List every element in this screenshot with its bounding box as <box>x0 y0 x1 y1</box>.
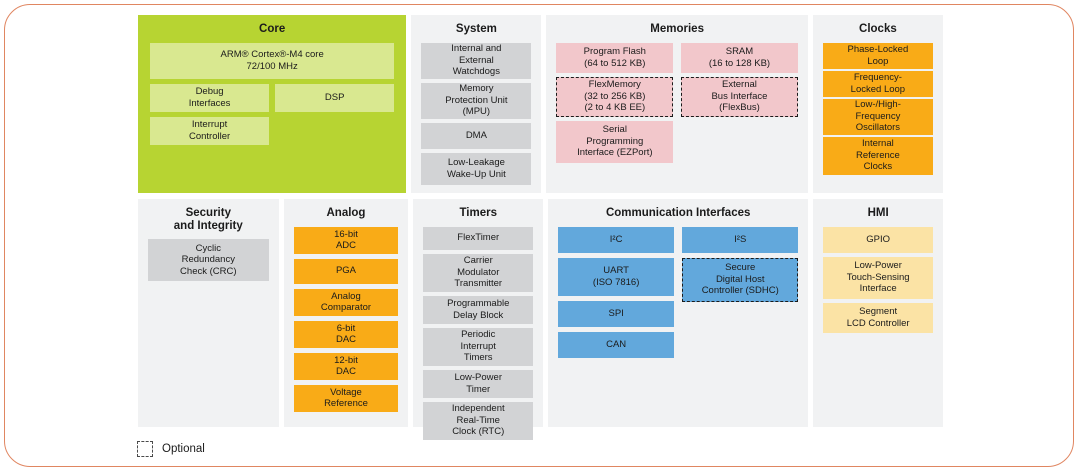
block-sram[interactable]: SRAM (16 to 128 KB) <box>681 42 798 73</box>
security-block-list: Cyclic Redundancy Check (CRC) <box>148 239 269 281</box>
hmi-block-list: GPIO Low-Power Touch-Sensing Interface S… <box>823 226 933 333</box>
block-uart[interactable]: UART (ISO 7816) <box>558 257 675 296</box>
block-frequency-locked-loop[interactable]: Frequency- Locked Loop <box>822 70 933 97</box>
memories-columns: Program Flash (64 to 512 KB) FlexMemory … <box>556 42 798 163</box>
legend: Optional <box>137 441 205 457</box>
clocks-block-list: Phase-Locked Loop Frequency- Locked Loop… <box>822 42 933 175</box>
panel-security-and-integrity[interactable]: Security and Integrity Cyclic Redundancy… <box>138 199 279 427</box>
block-16bit-adc[interactable]: 16-bit ADC <box>293 226 399 254</box>
block-i2s[interactable]: I²S <box>682 226 799 253</box>
block-internal-reference-clocks[interactable]: Internal Reference Clocks <box>822 136 933 175</box>
block-ezport[interactable]: Serial Programming Interface (EZPort) <box>556 120 674 163</box>
panel-title-security: Security and Integrity <box>173 207 243 232</box>
block-segment-lcd-controller[interactable]: Segment LCD Controller <box>823 302 933 333</box>
panel-title-communication: Communication Interfaces <box>605 207 751 219</box>
core-block-grid: ARM® Cortex®-M4 core 72/100 MHz Debug In… <box>150 42 395 145</box>
panel-timers[interactable]: Timers FlexTimer Carrier Modulator Trans… <box>413 199 544 440</box>
block-interrupt-controller[interactable]: Interrupt Controller <box>150 116 270 145</box>
block-rtc[interactable]: Independent Real-Time Clock (RTC) <box>423 401 534 440</box>
block-phase-locked-loop[interactable]: Phase-Locked Loop <box>822 42 933 69</box>
block-can[interactable]: CAN <box>558 331 675 358</box>
dashed-square-icon <box>137 441 153 457</box>
diagram-row-bottom: Security and Integrity Cyclic Redundancy… <box>138 199 943 440</box>
block-spi[interactable]: SPI <box>558 300 675 327</box>
block-low-leakage-wakeup-unit[interactable]: Low-Leakage Wake-Up Unit <box>421 152 532 185</box>
panel-title-system: System <box>455 23 497 35</box>
panel-title-timers: Timers <box>459 207 497 219</box>
block-pga[interactable]: PGA <box>293 258 399 284</box>
communication-right-column: I²S Secure Digital Host Controller (SDHC… <box>682 226 799 358</box>
block-diagram: Core ARM® Cortex®-M4 core 72/100 MHz Deb… <box>138 15 943 440</box>
panel-title-clocks: Clocks <box>859 23 897 35</box>
diagram-row-top: Core ARM® Cortex®-M4 core 72/100 MHz Deb… <box>138 15 943 193</box>
communication-left-column: I²C UART (ISO 7816) SPI CAN <box>558 226 675 358</box>
timers-block-list: FlexTimer Carrier Modulator Transmitter … <box>423 226 534 440</box>
block-flexbus[interactable]: External Bus Interface (FlexBus) <box>681 76 798 117</box>
panel-hmi[interactable]: HMI GPIO Low-Power Touch-Sensing Interfa… <box>813 199 943 427</box>
block-6bit-dac[interactable]: 6-bit DAC <box>293 320 399 348</box>
block-gpio[interactable]: GPIO <box>823 226 933 253</box>
block-program-flash[interactable]: Program Flash (64 to 512 KB) <box>556 42 674 73</box>
core-row-2: Debug Interfaces DSP <box>150 83 395 112</box>
block-arm-cortex-m4-core[interactable]: ARM® Cortex®-M4 core 72/100 MHz <box>150 42 395 79</box>
analog-block-list: 16-bit ADC PGA Analog Comparator 6-bit D… <box>293 226 399 412</box>
legend-label-optional: Optional <box>162 443 205 455</box>
block-flexmemory[interactable]: FlexMemory (32 to 256 KB) (2 to 4 KB EE) <box>556 76 674 117</box>
block-carrier-modulator-transmitter[interactable]: Carrier Modulator Transmitter <box>423 253 534 292</box>
system-block-list: Internal and External Watchdogs Memory P… <box>421 42 532 185</box>
panel-title-memories: Memories <box>650 23 704 35</box>
panel-communication-interfaces[interactable]: Communication Interfaces I²C UART (ISO 7… <box>548 199 809 427</box>
memories-right-column: SRAM (16 to 128 KB) External Bus Interfa… <box>681 42 798 163</box>
block-touch-sensing-interface[interactable]: Low-Power Touch-Sensing Interface <box>823 256 933 299</box>
block-programmable-delay-block[interactable]: Programmable Delay Block <box>423 295 534 324</box>
block-crc[interactable]: Cyclic Redundancy Check (CRC) <box>148 239 269 281</box>
diagram-frame: Core ARM® Cortex®-M4 core 72/100 MHz Deb… <box>4 4 1074 467</box>
panel-system[interactable]: System Internal and External Watchdogs M… <box>411 15 542 193</box>
block-sdhc[interactable]: Secure Digital Host Controller (SDHC) <box>682 257 799 302</box>
block-oscillators[interactable]: Low-/High- Frequency Oscillators <box>822 98 933 135</box>
core-row-3: Interrupt Controller <box>150 116 394 145</box>
core-row-1: ARM® Cortex®-M4 core 72/100 MHz <box>150 42 395 79</box>
block-voltage-reference[interactable]: Voltage Reference <box>293 384 399 412</box>
memories-left-column: Program Flash (64 to 512 KB) FlexMemory … <box>556 42 674 163</box>
panel-title-hmi: HMI <box>867 207 889 219</box>
communication-columns: I²C UART (ISO 7816) SPI CAN I²S Secure D… <box>558 226 799 358</box>
block-i2c[interactable]: I²C <box>558 226 675 253</box>
block-12bit-dac[interactable]: 12-bit DAC <box>293 352 399 380</box>
panel-memories[interactable]: Memories Program Flash (64 to 512 KB) Fl… <box>546 15 808 193</box>
block-low-power-timer[interactable]: Low-Power Timer <box>423 369 534 398</box>
block-analog-comparator[interactable]: Analog Comparator <box>293 288 399 316</box>
panel-title-core: Core <box>259 23 286 35</box>
block-dsp[interactable]: DSP <box>275 83 395 112</box>
panel-core[interactable]: Core ARM® Cortex®-M4 core 72/100 MHz Deb… <box>138 15 407 193</box>
panel-title-analog: Analog <box>326 207 366 219</box>
block-periodic-interrupt-timers[interactable]: Periodic Interrupt Timers <box>423 327 534 366</box>
block-watchdogs[interactable]: Internal and External Watchdogs <box>421 42 532 79</box>
block-flextimer[interactable]: FlexTimer <box>423 226 534 250</box>
block-mpu[interactable]: Memory Protection Unit (MPU) <box>421 82 532 119</box>
block-dma[interactable]: DMA <box>421 122 532 149</box>
block-debug-interfaces[interactable]: Debug Interfaces <box>150 83 270 112</box>
panel-analog[interactable]: Analog 16-bit ADC PGA Analog Comparator … <box>283 199 409 427</box>
panel-clocks[interactable]: Clocks Phase-Locked Loop Frequency- Lock… <box>812 15 943 193</box>
